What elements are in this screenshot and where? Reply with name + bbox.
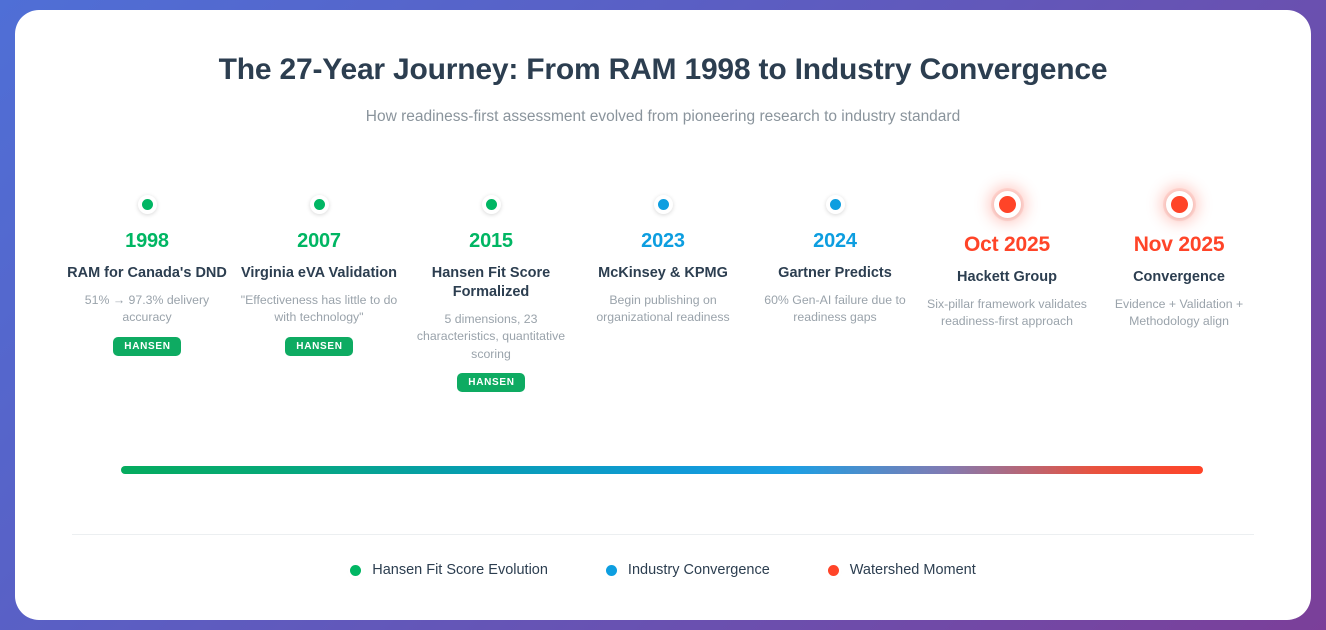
node-dot-icon	[993, 190, 1021, 218]
legend-dot-icon	[350, 564, 362, 576]
node-year: 2015	[469, 230, 513, 252]
node-year: Nov 2025	[1133, 233, 1225, 256]
node-dot-icon	[825, 194, 845, 214]
node-title: Convergence	[1133, 269, 1225, 285]
legend-item[interactable]: Watershed Moment	[827, 562, 976, 578]
hansen-badge: HANSEN	[113, 336, 181, 356]
legend-dot-icon	[827, 564, 839, 576]
legend-item[interactable]: Industry Convergence	[605, 562, 770, 578]
node-title: Hackett Group	[957, 269, 1057, 285]
legend-divider	[72, 534, 1254, 535]
node-dot-wrap	[1165, 184, 1193, 224]
header: The 27-Year Journey: From RAM 1998 to In…	[15, 10, 1311, 126]
legend-label: Hansen Fit Score Evolution	[372, 562, 548, 578]
node-year: 2023	[641, 230, 685, 252]
page-subtitle: How readiness-first assessment evolved f…	[365, 108, 961, 125]
node-description: 51% → 97.3% delivery accuracy	[84, 292, 210, 325]
node-title: Hansen Fit Score Formalized	[431, 265, 551, 300]
node-dot-icon	[137, 194, 157, 214]
legend-label: Industry Convergence	[627, 562, 770, 578]
node-description: Evidence + Validation + Methodology alig…	[1114, 296, 1244, 329]
node-title: Virginia eVA Validation	[240, 265, 398, 281]
node-description: Six-pillar framework validates readiness…	[927, 296, 1087, 329]
node-dot-wrap	[481, 184, 501, 224]
node-year: 1998	[125, 230, 169, 252]
node-year: 2024	[813, 230, 857, 252]
node-description: 60% Gen-AI failure due to readiness gaps	[764, 292, 906, 325]
node-dot-icon	[653, 194, 673, 214]
node-dot-wrap	[137, 184, 157, 224]
node-dot-wrap	[825, 184, 845, 224]
node-title: Gartner Predicts	[778, 265, 892, 281]
node-title: McKinsey & KPMG	[598, 265, 728, 281]
node-year: 2007	[297, 230, 341, 252]
node-title: RAM for Canada's DND	[67, 265, 227, 281]
node-dot-icon	[481, 194, 501, 214]
node-description: 5 dimensions, 23 characteristics, quanti…	[416, 311, 566, 361]
timeline-progress-bar	[121, 466, 1203, 474]
legend: Hansen Fit Score Evolution Industry Conve…	[15, 562, 1311, 578]
node-year: Oct 2025	[964, 233, 1050, 256]
node-dot-wrap	[653, 184, 673, 224]
node-dot-wrap	[309, 184, 329, 224]
progress-bar-wrap	[121, 466, 1203, 474]
timeline-card: The 27-Year Journey: From RAM 1998 to In…	[15, 10, 1311, 620]
legend-dot-icon	[605, 564, 617, 576]
hansen-badge: HANSEN	[285, 336, 353, 356]
node-description: Begin publishing on organizational readi…	[596, 292, 730, 325]
node-dot-wrap	[993, 184, 1021, 224]
node-dot-icon	[1165, 190, 1193, 218]
hansen-badge: HANSEN	[457, 373, 525, 393]
legend-item[interactable]: Hansen Fit Score Evolution	[350, 562, 548, 578]
page-title: The 27-Year Journey: From RAM 1998 to In…	[218, 53, 1108, 86]
node-dot-icon	[309, 194, 329, 214]
legend-label: Watershed Moment	[849, 562, 976, 578]
node-description: "Effectiveness has little to do with tec…	[240, 292, 398, 325]
